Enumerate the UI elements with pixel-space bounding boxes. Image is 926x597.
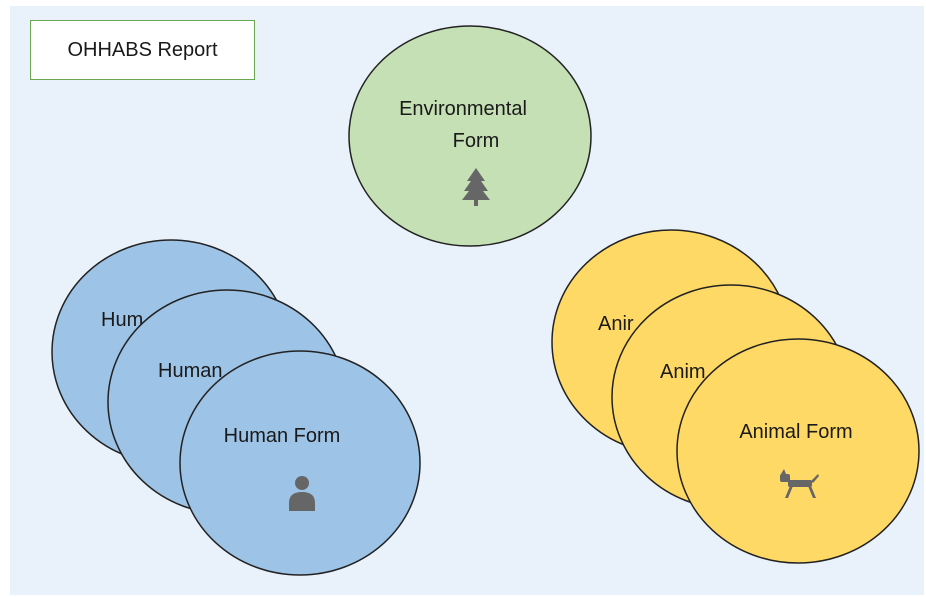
environmental-form-label-line1: Environmental (399, 98, 527, 120)
animal-form-front[interactable]: Animal Form (676, 338, 920, 564)
dog-icon (780, 469, 819, 498)
animal-form-middle-label: Anim (660, 361, 706, 383)
human-form-back-label: Hum (101, 309, 143, 331)
environmental-form-circle[interactable] (348, 25, 592, 247)
human-form-front-label: Human Form (224, 425, 341, 447)
environmental-form-label-line2: Form (453, 130, 500, 152)
animal-form-back-label: Anir (598, 313, 634, 335)
tree-icon (462, 168, 490, 206)
animal-form-front-label: Animal Form (739, 421, 852, 443)
report-title: OHHABS Report (30, 20, 255, 80)
human-form-middle-label: Human (158, 360, 222, 382)
human-form-front[interactable]: Human Form (179, 350, 421, 576)
environmental-form[interactable]: Environmental Form (348, 25, 592, 247)
person-icon (289, 476, 315, 511)
